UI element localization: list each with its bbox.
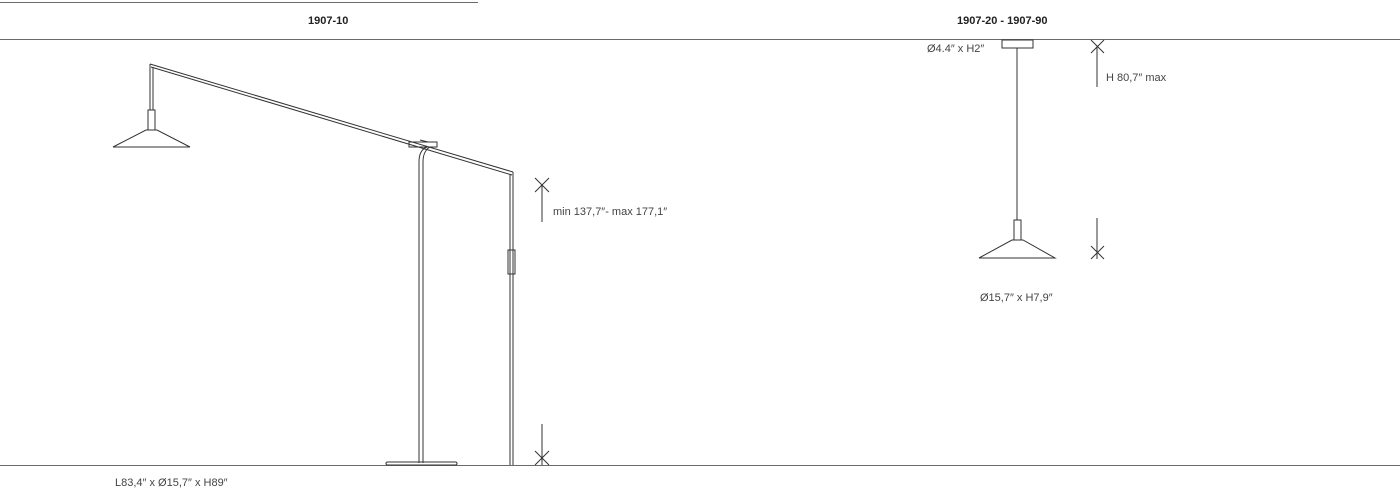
pendant-shade-dimensions: Ø15,7″ x H7,9″ (980, 292, 1053, 304)
floor-lamp-shade (112, 129, 191, 148)
floor-lamp-height-range: min 137,7″- max 177,1″ (553, 206, 668, 218)
pendant-cable-max: H 80,7″ max (1106, 72, 1167, 84)
pendant-shade (978, 239, 1057, 259)
pendant-dimension-markers (1090, 39, 1105, 260)
floor-lamp-dimension-markers (534, 177, 550, 466)
pendant-shade-neck (1013, 219, 1022, 241)
pendant-drawing (978, 39, 1057, 259)
floor-lamp-dimensions: L83,4″ x Ø15,7″ x H89″ (115, 477, 228, 489)
pendant-canopy-dimensions: Ø4.4″ x H2″ (927, 43, 985, 55)
pivot-bracket (408, 141, 438, 148)
top-rule-left (0, 2, 478, 3)
floor-lamp-shade-neck (147, 109, 156, 131)
boom-arm (149, 63, 514, 173)
counter-weight (507, 249, 516, 275)
floor-line (0, 465, 1400, 466)
model-heading-pendant: 1907-20 - 1907-90 (957, 15, 1048, 27)
header-rule (0, 39, 1400, 40)
model-heading-floor-lamp: 1907-10 (308, 15, 349, 27)
floor-lamp-drawing (112, 63, 516, 466)
pendant-canopy (1001, 39, 1034, 49)
floor-lamp-base (385, 461, 458, 466)
